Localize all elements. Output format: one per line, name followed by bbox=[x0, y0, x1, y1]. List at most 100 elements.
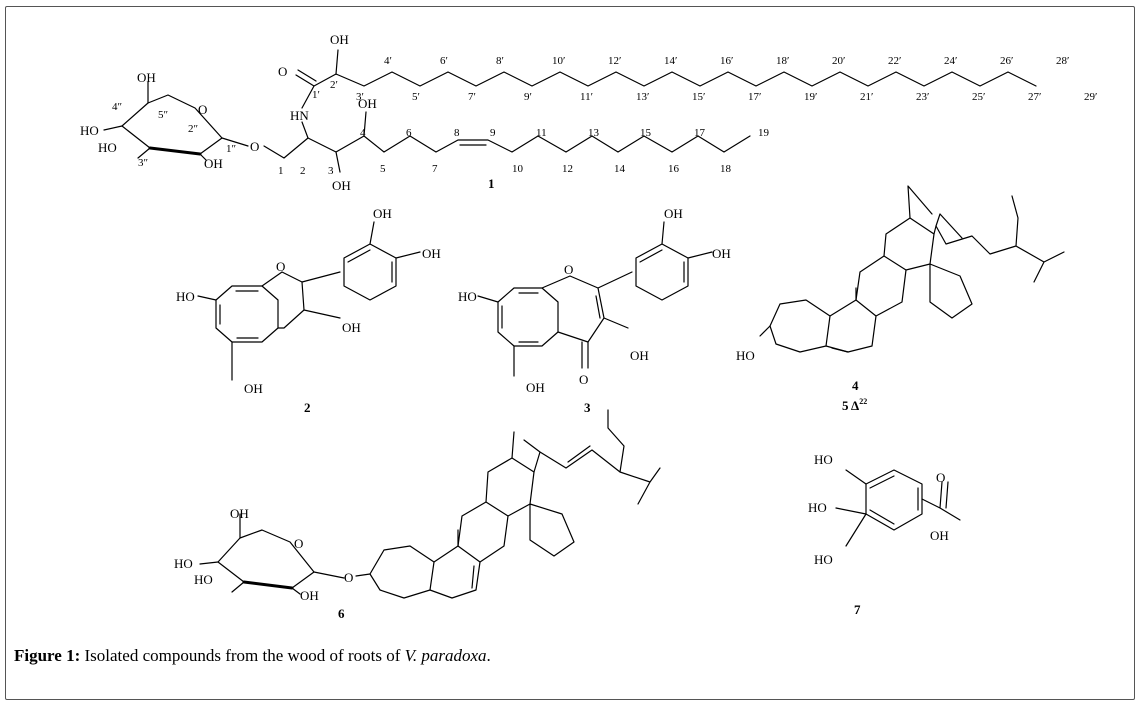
sterol6-ring-a bbox=[369, 545, 435, 599]
catechin-ring-b-inner bbox=[347, 249, 393, 283]
quercetin-substituents bbox=[477, 295, 629, 377]
caption-text: Isolated compounds from the wood of root… bbox=[80, 646, 405, 665]
fatty-acid-carbon-label: 16′ bbox=[720, 55, 733, 67]
catechin-ring-b-hydroxyls bbox=[369, 221, 421, 259]
c3-oh-4prime: OH bbox=[712, 246, 731, 261]
sugar-carbon-label: 5″ bbox=[158, 109, 168, 121]
fatty-acid-carbon-label: 8′ bbox=[496, 55, 504, 67]
fatty-acid-chain bbox=[295, 69, 1037, 109]
quercetin-ring-b-inner bbox=[639, 249, 685, 283]
catechin-ring-c bbox=[261, 271, 305, 329]
sugar-carbon-label: 4″ bbox=[112, 101, 122, 113]
sterol-3-oh-bond bbox=[759, 325, 771, 337]
sterol-side-chain-1 bbox=[933, 213, 963, 239]
fatty-acid-carbon-label: 22′ bbox=[888, 55, 901, 67]
fatty-acid-carbon-label: 25′ bbox=[972, 91, 985, 103]
gallic-ring-inner bbox=[869, 475, 919, 525]
fatty-acid-carbon-label: 2′ bbox=[330, 79, 338, 91]
fatty-acid-carbon-label: 11′ bbox=[580, 91, 593, 103]
c1-3-oh: OH bbox=[332, 178, 351, 193]
compound-1-structure bbox=[103, 49, 1037, 173]
sphingoid-carbon-label: 5 bbox=[380, 163, 386, 175]
fatty-acid-carbon-label: 7′ bbox=[468, 91, 476, 103]
fatty-acid-carbon-label: 3′ bbox=[356, 91, 364, 103]
fatty-acid-carbon-label: 12′ bbox=[608, 55, 621, 67]
sugar-carbon-label: 3″ bbox=[138, 157, 148, 169]
c3-oh-3prime: OH bbox=[664, 206, 683, 221]
fatty-acid-carbon-label: 6′ bbox=[440, 55, 448, 67]
fatty-acid-carbon-label: 20′ bbox=[832, 55, 845, 67]
compound-6-structure bbox=[199, 409, 661, 599]
compound-2-structure bbox=[197, 221, 421, 381]
fatty-acid-carbon-label: 23′ bbox=[916, 91, 929, 103]
c6-sugar-oh-6: OH bbox=[230, 506, 249, 521]
fatty-acid-carbon-label: 29′ bbox=[1084, 91, 1097, 103]
fatty-acid-carbon-label: 4′ bbox=[384, 55, 392, 67]
sugar-carbon-label: 1″ bbox=[226, 143, 236, 155]
c1-sugar-ho-4: HO bbox=[80, 123, 99, 138]
sterol6-link-bond bbox=[355, 573, 371, 577]
c2-oh-3: OH bbox=[342, 320, 361, 335]
sphingoid-carbon-label: 1 bbox=[278, 165, 284, 177]
caption-species: V. paradoxa bbox=[404, 646, 487, 665]
fatty-acid-carbon-label: 27′ bbox=[1028, 91, 1041, 103]
sugar-ring-front-bond bbox=[148, 146, 202, 156]
c1-amide-o: O bbox=[278, 64, 287, 79]
c1-sugar-ho-3: HO bbox=[98, 140, 117, 155]
fatty-acid-carbon-label: 28′ bbox=[1056, 55, 1069, 67]
c6-sugar-oh-2: OH bbox=[300, 588, 319, 603]
compound-3-structure bbox=[477, 221, 713, 377]
sterol-ring-b bbox=[825, 299, 877, 353]
sterol-ring-a bbox=[769, 299, 831, 353]
glucose-front-bond bbox=[242, 580, 294, 590]
c3-oh-3: OH bbox=[630, 348, 649, 363]
caption-end: . bbox=[486, 646, 491, 665]
glucose-substituents bbox=[199, 513, 345, 595]
quercetin-ring-a-inner bbox=[501, 292, 539, 343]
c6-sugar-ring-o: O bbox=[294, 536, 303, 551]
fatty-acid-carbon-label: 10′ bbox=[552, 55, 565, 67]
c7-ho-3: HO bbox=[814, 452, 833, 467]
sphingoid-carbon-label: 18 bbox=[720, 163, 732, 175]
sphingoid-carbon-label: 7 bbox=[432, 163, 438, 175]
figure-frame bbox=[5, 6, 1135, 700]
sterol6-double-bond bbox=[471, 565, 475, 589]
c1-sugar-ring-o: O bbox=[198, 102, 207, 117]
fatty-acid-carbon-label: 17′ bbox=[748, 91, 761, 103]
c1-glycosidic-o: O bbox=[250, 139, 259, 154]
glucose-ring-6 bbox=[217, 529, 315, 589]
c7-ho-4: HO bbox=[808, 500, 827, 515]
catechin-ring-a-inner bbox=[219, 290, 259, 339]
c1-sugar-numbering: 1″2″3″4″5″ bbox=[112, 101, 236, 169]
fatty-acid-carbon-label: 9′ bbox=[524, 91, 532, 103]
sphingoid-carbon-label: 17 bbox=[694, 127, 706, 139]
sphingoid-carbon-label: 12 bbox=[562, 163, 573, 175]
c2-ring-o: O bbox=[276, 259, 285, 274]
c2-oh-5: OH bbox=[244, 381, 263, 396]
sphingoid-chain bbox=[263, 135, 751, 159]
compound-4-structure bbox=[759, 185, 1065, 353]
c2-ho-7: HO bbox=[176, 289, 195, 304]
c1-2prime-oh: OH bbox=[330, 32, 349, 47]
compound-7-structure bbox=[835, 469, 961, 547]
fatty-acid-carbon-label: 5′ bbox=[412, 91, 420, 103]
compound-number-7: 7 bbox=[854, 602, 861, 617]
alpha-hydroxy-bond bbox=[335, 49, 339, 75]
c1-sugar-oh-6: OH bbox=[137, 70, 156, 85]
fatty-acid-carbon-label: 14′ bbox=[664, 55, 677, 67]
catechin-ring-a bbox=[215, 285, 279, 343]
c2-oh-3prime: OH bbox=[373, 206, 392, 221]
sphingoid-carbon-label: 10 bbox=[512, 163, 524, 175]
sphingoid-carbon-label: 4 bbox=[360, 127, 366, 139]
fatty-acid-carbon-label: 13′ bbox=[636, 91, 649, 103]
c7-acid-oh: OH bbox=[930, 528, 949, 543]
fatty-acid-carbon-label: 1′ bbox=[312, 89, 320, 101]
sterol-side-chain-2 bbox=[935, 195, 1065, 283]
sterol-ring-d bbox=[883, 217, 935, 271]
sterol-ring-c bbox=[855, 255, 907, 317]
sphingoid-carbon-label: 11 bbox=[536, 127, 547, 139]
fatty-acid-carbon-label: 26′ bbox=[1000, 55, 1013, 67]
c1-fatty-acid-numbering: 1′2′3′4′5′6′7′8′9′10′11′12′13′14′15′16′1… bbox=[312, 55, 1097, 103]
quercetin-ring-b bbox=[635, 243, 689, 301]
